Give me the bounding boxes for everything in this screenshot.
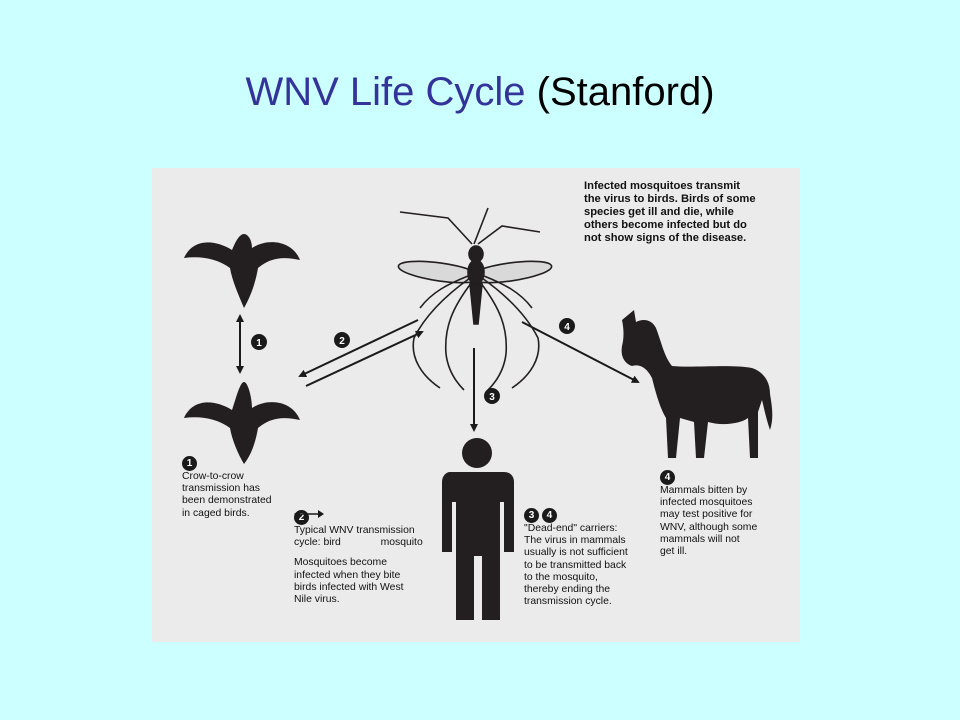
caption-line: birds infected with West bbox=[294, 581, 404, 593]
caption-badge: 1 bbox=[182, 456, 197, 471]
caption-line: may test positive for bbox=[660, 509, 753, 521]
svg-text:3: 3 bbox=[489, 392, 495, 403]
caption-line: in caged birds. bbox=[182, 507, 250, 519]
svg-text:1: 1 bbox=[256, 338, 262, 349]
human-icon bbox=[442, 438, 514, 620]
step-badge-2: 2 bbox=[334, 332, 350, 348]
caption-line: Typical WNV transmission bbox=[294, 525, 415, 536]
diagram-graphics: 1 2 3 4 bbox=[184, 207, 773, 620]
horse-icon bbox=[621, 310, 773, 458]
title-main: WNV Life Cycle bbox=[245, 70, 526, 114]
step-badge-1: 1 bbox=[251, 334, 267, 350]
caption-line: species get ill and die, while bbox=[584, 206, 734, 218]
step-badge-3: 3 bbox=[484, 388, 500, 404]
title-source: (Stanford) bbox=[536, 70, 715, 114]
caption-line: "Dead-end" carriers: bbox=[524, 523, 618, 534]
caption-line: to the mosquito, bbox=[524, 571, 598, 583]
caption-line: mammals will not bbox=[660, 533, 740, 545]
step-badge-4: 4 bbox=[559, 318, 575, 334]
caption-line: transmission cycle. bbox=[524, 596, 612, 608]
caption-typical-transmission: 2 Typical WNV transmission cycle: bird m… bbox=[294, 510, 423, 606]
caption-cycle-line: cycle: bird mosquito bbox=[294, 510, 423, 549]
caption-line: get ill. bbox=[660, 546, 688, 558]
caption-infected-mosquitoes: Infected mosquitoes transmit the virus t… bbox=[584, 180, 756, 245]
bird-top-icon bbox=[184, 234, 300, 308]
arrow-mosquito-to-horse bbox=[521, 321, 640, 383]
mosquito-icon bbox=[397, 207, 553, 391]
caption-line: Mosquitoes become bbox=[294, 557, 387, 569]
caption-line: others become infected but do bbox=[584, 219, 747, 231]
caption-line: to be transmitted back bbox=[524, 559, 627, 571]
arrow-mosquito-to-bird bbox=[298, 319, 419, 378]
caption-line: not show signs of the disease. bbox=[584, 232, 747, 244]
caption-crow-to-crow: 1 Crow-to-crow transmission has been dem… bbox=[182, 456, 272, 520]
cycle-mosquito-text: mosquito bbox=[380, 537, 423, 549]
caption-mammals-bitten: 4 Mammals bitten by infected mosquitoes … bbox=[660, 470, 757, 558]
wnv-life-cycle-diagram: 1 2 3 4 Infected mosquitoes transmit the… bbox=[152, 168, 800, 642]
caption-line: Infected mosquitoes transmit bbox=[584, 180, 741, 192]
arrow-bird-to-mosquito bbox=[305, 330, 424, 387]
caption-dead-end-carriers: 3 4 "Dead-end" carriers: The virus in ma… bbox=[524, 508, 628, 608]
caption-line: WNV, although some bbox=[660, 521, 758, 533]
caption-badge: 4 bbox=[660, 470, 675, 485]
caption-line: Crow-to-crow bbox=[182, 471, 244, 482]
svg-text:4: 4 bbox=[564, 322, 570, 333]
caption-line: the virus to birds. Birds of some bbox=[584, 193, 756, 205]
caption-line: Mammals bitten by bbox=[660, 485, 748, 496]
caption-badge: 4 bbox=[541, 508, 557, 523]
caption-line: Nile virus. bbox=[294, 594, 340, 606]
slide-title: WNV Life Cycle (Stanford) bbox=[0, 68, 960, 116]
cycle-bird-text: cycle: bird bbox=[294, 537, 341, 549]
bird-bottom-icon bbox=[184, 382, 300, 464]
caption-line: infected mosquitoes bbox=[660, 497, 753, 509]
svg-text:2: 2 bbox=[339, 336, 345, 347]
caption-line: usually is not sufficient bbox=[524, 547, 628, 559]
caption-line: been demonstrated bbox=[182, 495, 272, 507]
caption-badge: 3 bbox=[524, 508, 539, 523]
caption-line: thereby ending the bbox=[524, 584, 611, 596]
caption-line: The virus in mammals bbox=[524, 535, 626, 547]
caption-line: infected when they bite bbox=[294, 569, 401, 581]
caption-line: transmission has bbox=[182, 483, 260, 495]
